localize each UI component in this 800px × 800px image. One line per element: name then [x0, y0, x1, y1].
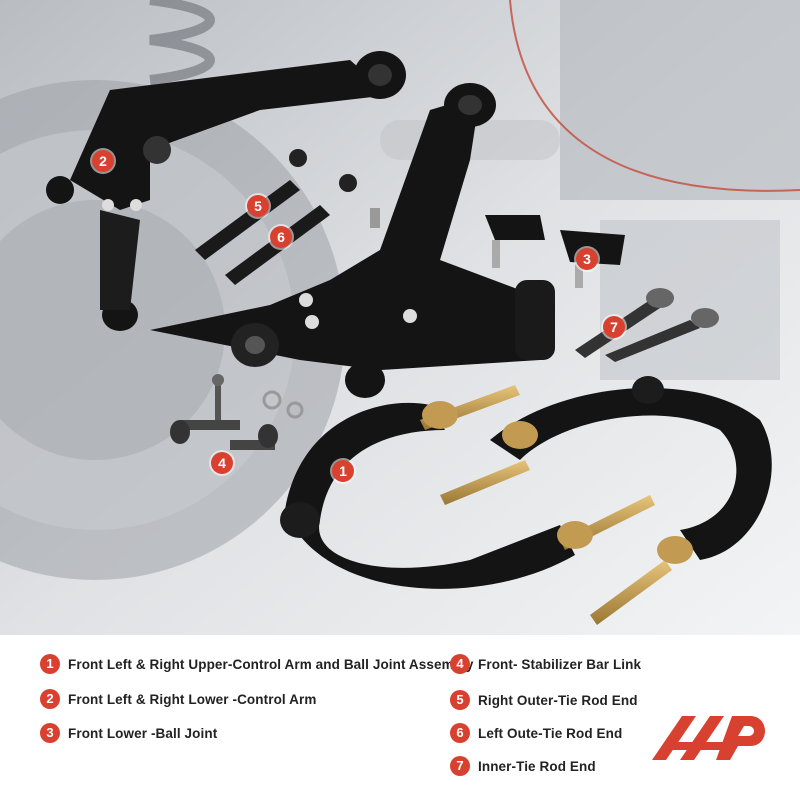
legend-label: Front- Stabilizer Bar Link	[478, 656, 642, 672]
legend-number: 4	[450, 654, 470, 674]
parts-legend: 1 Front Left & Right Upper-Control Arm a…	[0, 640, 800, 800]
legend-label: Inner-Tie Rod End	[478, 758, 596, 774]
legend-item-5: 5 Right Outer-Tie Rod End	[450, 689, 638, 711]
legend-label: Front Left & Right Upper-Control Arm and…	[68, 656, 474, 672]
legend-label: Left Oute-Tie Rod End	[478, 725, 623, 741]
legend-label: Front Left & Right Lower -Control Arm	[68, 691, 317, 707]
legend-number: 7	[450, 756, 470, 776]
brand-logo-icon	[652, 716, 765, 760]
parts-photo	[0, 0, 800, 635]
marker-1: 1	[332, 460, 354, 482]
legend-number: 2	[40, 689, 60, 709]
legend-item-3: 3 Front Lower -Ball Joint	[40, 722, 217, 744]
legend-item-2: 2 Front Left & Right Lower -Control Arm	[40, 688, 316, 710]
legend-number: 3	[40, 723, 60, 743]
marker-7: 7	[603, 316, 625, 338]
marker-2: 2	[92, 150, 114, 172]
legend-item-1: 1 Front Left & Right Upper-Control Arm a…	[40, 653, 474, 675]
marker-4: 4	[211, 452, 233, 474]
legend-number: 6	[450, 723, 470, 743]
legend-label: Front Lower -Ball Joint	[68, 725, 218, 741]
legend-item-6: 6 Left Oute-Tie Rod End	[450, 722, 622, 744]
legend-item-4: 4 Front- Stabilizer Bar Link	[450, 653, 641, 675]
marker-6: 6	[270, 226, 292, 248]
legend-number: 1	[40, 654, 60, 674]
legend-number: 5	[450, 690, 470, 710]
marker-3: 3	[576, 248, 598, 270]
legend-item-7: 7 Inner-Tie Rod End	[450, 755, 596, 777]
legend-label: Right Outer-Tie Rod End	[478, 692, 638, 708]
marker-5: 5	[247, 195, 269, 217]
